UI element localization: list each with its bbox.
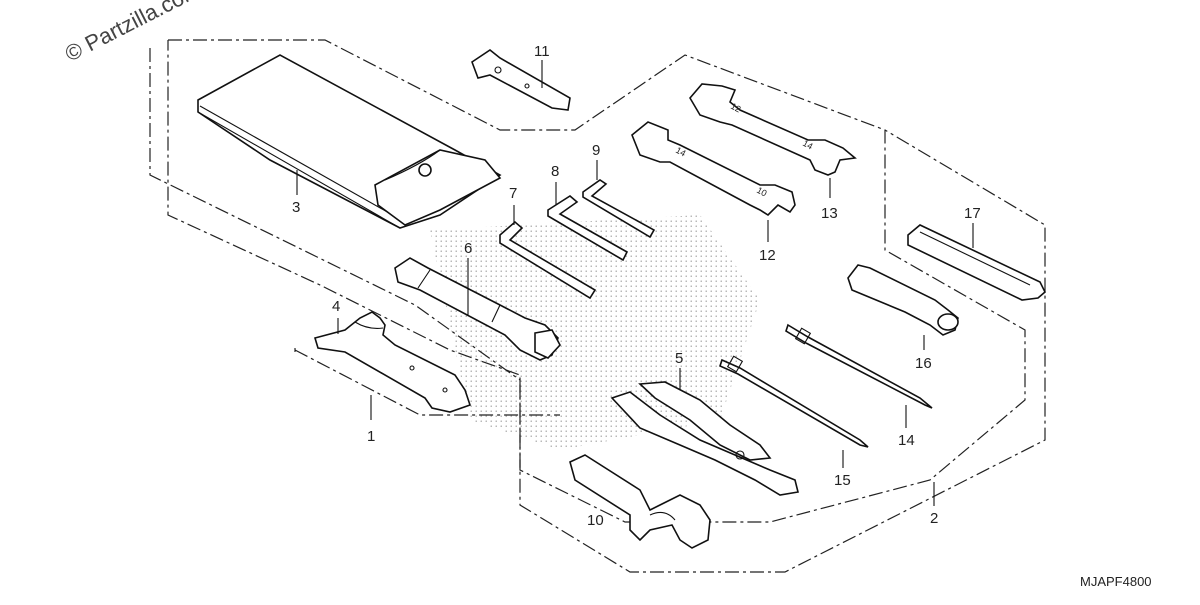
plug-socket (394, 257, 561, 361)
callout-7: 7 (509, 185, 517, 202)
wrench-12-mark-b: 10 (755, 185, 769, 199)
group-boundaries (149, 39, 1046, 573)
callout-3: 3 (292, 199, 300, 216)
callout-10: 10 (587, 512, 604, 529)
pliers (610, 381, 799, 496)
callout-9: 9 (592, 142, 600, 159)
small-wrench (471, 49, 571, 111)
leader-lines (294, 60, 974, 506)
callout-2: 2 (930, 510, 938, 527)
pin-spanner (569, 454, 711, 549)
wrench-12-mark-a: 14 (674, 145, 688, 159)
hex-key-small (582, 179, 656, 239)
wrench-14-10: 14 10 (631, 121, 796, 217)
callout-numbers: 1 2 3 4 5 6 7 8 9 10 11 12 13 14 15 16 1… (292, 43, 981, 529)
callout-13: 13 (821, 205, 838, 222)
hex-key-medium (547, 195, 629, 262)
callout-8: 8 (551, 163, 559, 180)
screwdriver-blade-phillips (785, 323, 933, 409)
callout-1: 1 (367, 428, 375, 445)
screwdriver-blade-flat (719, 355, 869, 448)
callout-15: 15 (834, 472, 851, 489)
callout-11: 11 (534, 43, 550, 60)
callout-17: 17 (964, 205, 981, 222)
diagram-code: MJAPF4800 (1080, 574, 1152, 589)
callout-12: 12 (759, 247, 776, 264)
callout-5: 5 (675, 350, 683, 367)
wrench-13-mark-a: 12 (729, 101, 743, 115)
hook-spanner (313, 311, 472, 413)
wrench-13-mark-b: 14 (801, 138, 815, 152)
screwdriver-handle (847, 264, 959, 336)
callout-4: 4 (332, 298, 340, 315)
hex-key-large (499, 220, 597, 300)
grip-sleeve (907, 224, 1046, 301)
watermark-text: © Partzilla.com (61, 0, 204, 66)
wrench-12-14: 12 14 (689, 83, 857, 176)
tool-bag (197, 54, 502, 229)
callout-14: 14 (898, 432, 915, 449)
callout-16: 16 (915, 355, 932, 372)
callout-6: 6 (464, 240, 472, 257)
